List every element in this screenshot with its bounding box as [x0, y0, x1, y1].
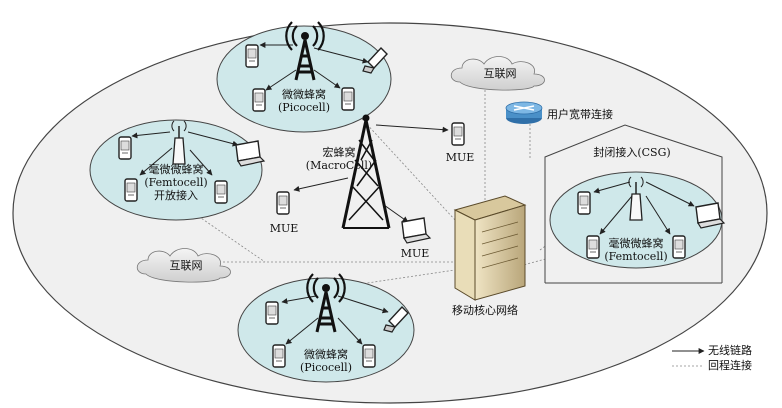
phone-icon: [276, 191, 290, 215]
legend-wireless-label: 无线链路: [708, 344, 752, 357]
femtocell-closed-sub: (Femtocell): [604, 250, 668, 263]
femtocell-open-sub: (Femtocell): [144, 176, 208, 189]
broadband-label: 用户宽带连接: [547, 108, 613, 121]
phone-icon: [124, 178, 138, 202]
picocell-top-name: 微微蜂窝: [282, 88, 326, 101]
mue-label: MUE: [400, 247, 430, 260]
core-network-label: 移动核心网络: [452, 304, 518, 317]
macrocell-label: 宏蜂窝 (MacroCell): [304, 146, 374, 172]
picocell-top-sub: (Picocell): [278, 101, 330, 114]
picocell-top-label: 微微蜂窝 (Picocell): [268, 88, 340, 114]
internet-left-label: 互联网: [169, 259, 203, 272]
phone-icon: [214, 180, 228, 204]
legend-backhaul-label: 回程连接: [708, 359, 752, 372]
femtocell-closed-name: 毫微微蜂窝: [608, 237, 664, 250]
phone-icon: [245, 44, 259, 68]
phone-icon: [341, 87, 355, 111]
picocell-bottom-sub: (Picocell): [300, 361, 352, 374]
femtocell-closed-mode: 封闭接入(CSG): [593, 146, 671, 159]
wireless-links: [131, 42, 695, 345]
macrocell-sub: (MacroCell): [305, 159, 373, 172]
phone-icon: [362, 344, 376, 368]
internet-top-label: 互联网: [483, 67, 517, 80]
phone-icon: [577, 191, 591, 215]
network-boundary: [12, 22, 768, 404]
mue-label: MUE: [445, 151, 475, 164]
macrocell-name: 宏蜂窝: [322, 146, 356, 159]
phone-icon: [265, 301, 279, 325]
phone-icon: [118, 136, 132, 160]
phone-icon: [252, 88, 266, 112]
femtocell-open-name: 毫微微蜂窝: [148, 163, 204, 176]
femtocell-open-mode: 开放接入: [154, 189, 198, 202]
mue-label: MUE: [269, 222, 299, 235]
phone-icon: [451, 122, 465, 146]
phone-icon: [272, 344, 286, 368]
macrocell-tower-icon: [341, 114, 391, 229]
router-icon: [505, 101, 543, 124]
picocell-bottom-label: 微微蜂窝 (Picocell): [290, 348, 362, 374]
femtocell-closed-label: 毫微微蜂窝 (Femtocell): [596, 237, 676, 263]
femtocell-open-label: 毫微微蜂窝 (Femtocell) 开放接入: [138, 163, 214, 202]
server-icon: [453, 195, 527, 301]
picocell-bottom-name: 微微蜂窝: [304, 348, 348, 361]
